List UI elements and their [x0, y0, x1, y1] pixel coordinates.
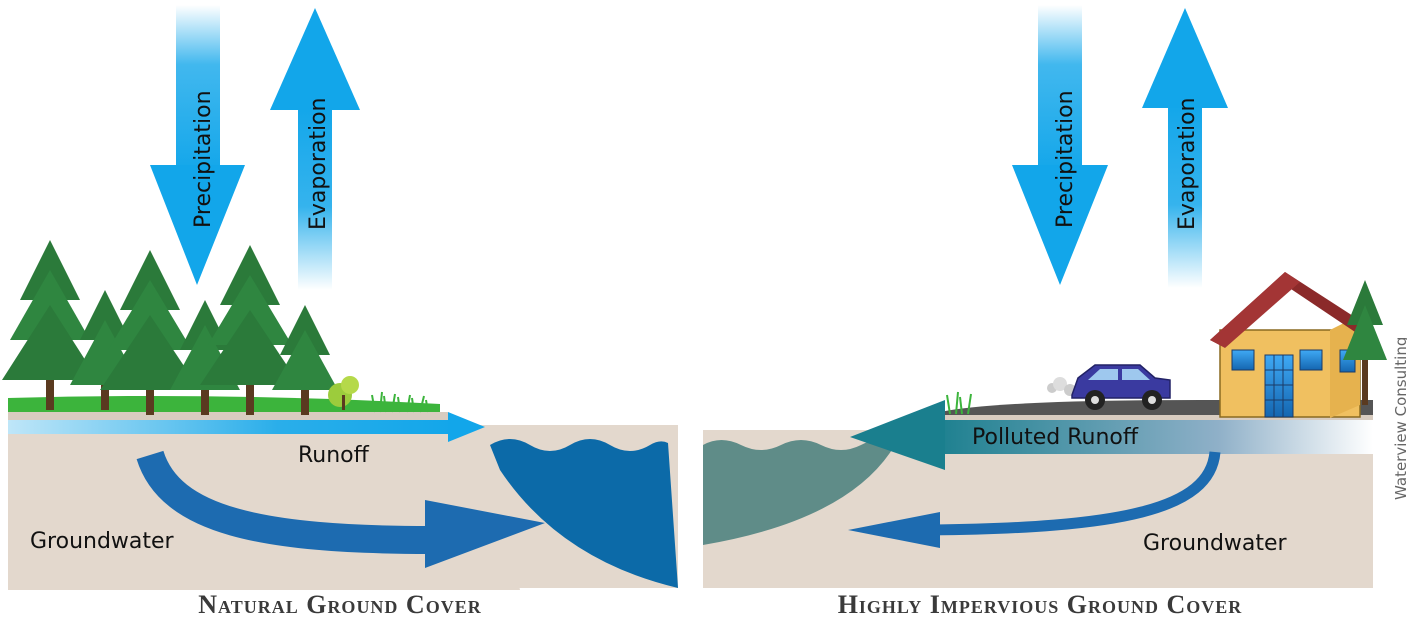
tree-icon: [100, 250, 200, 415]
runoff-label: Runoff: [298, 443, 370, 468]
car-icon: [1047, 364, 1171, 410]
evaporation-label: Evaporation: [306, 98, 331, 231]
left-panel: Runoff Groundwater Precipitation Evapora…: [2, 5, 678, 590]
polluted-runoff-arrow: [850, 400, 1373, 470]
house-icon: [1210, 272, 1367, 418]
precipitation-label: Precipitation: [1053, 90, 1078, 228]
right-caption: Highly Impervious Ground Cover: [837, 590, 1243, 619]
tree-icon: [200, 245, 300, 415]
grass-tuft-icon: [946, 391, 972, 415]
left-ground-surface: [8, 412, 448, 422]
left-bank: [8, 415, 520, 590]
polluted-runoff-label: Polluted Runoff: [972, 425, 1139, 450]
precipitation-arrow: [1012, 5, 1108, 285]
right-panel: Polluted Runoff Groundwater Precipitatio…: [703, 5, 1387, 588]
shrub-icon: [328, 376, 359, 410]
left-caption: Natural Ground Cover: [198, 590, 482, 619]
groundwater-label: Groundwater: [30, 529, 175, 554]
right-water: [703, 440, 895, 545]
evaporation-arrow: [270, 8, 360, 290]
groundwater-label: Groundwater: [1143, 531, 1288, 556]
groundwater-arrow: [848, 451, 1221, 548]
tree-icon: [2, 240, 98, 410]
groundwater-arrow: [136, 450, 545, 568]
left-water: [490, 439, 678, 588]
tree-icon: [272, 305, 338, 415]
precipitation-label: Precipitation: [191, 90, 216, 228]
evaporation-label: Evaporation: [1175, 98, 1200, 231]
evaporation-arrow: [1142, 8, 1228, 288]
credit-text: Waterview Consulting: [1392, 336, 1407, 500]
precipitation-arrow: [150, 5, 245, 285]
runoff-arrow: [8, 412, 485, 442]
grass-tuft-icon: [371, 391, 429, 413]
tree-icon: [1343, 280, 1387, 405]
forest: [2, 240, 338, 415]
